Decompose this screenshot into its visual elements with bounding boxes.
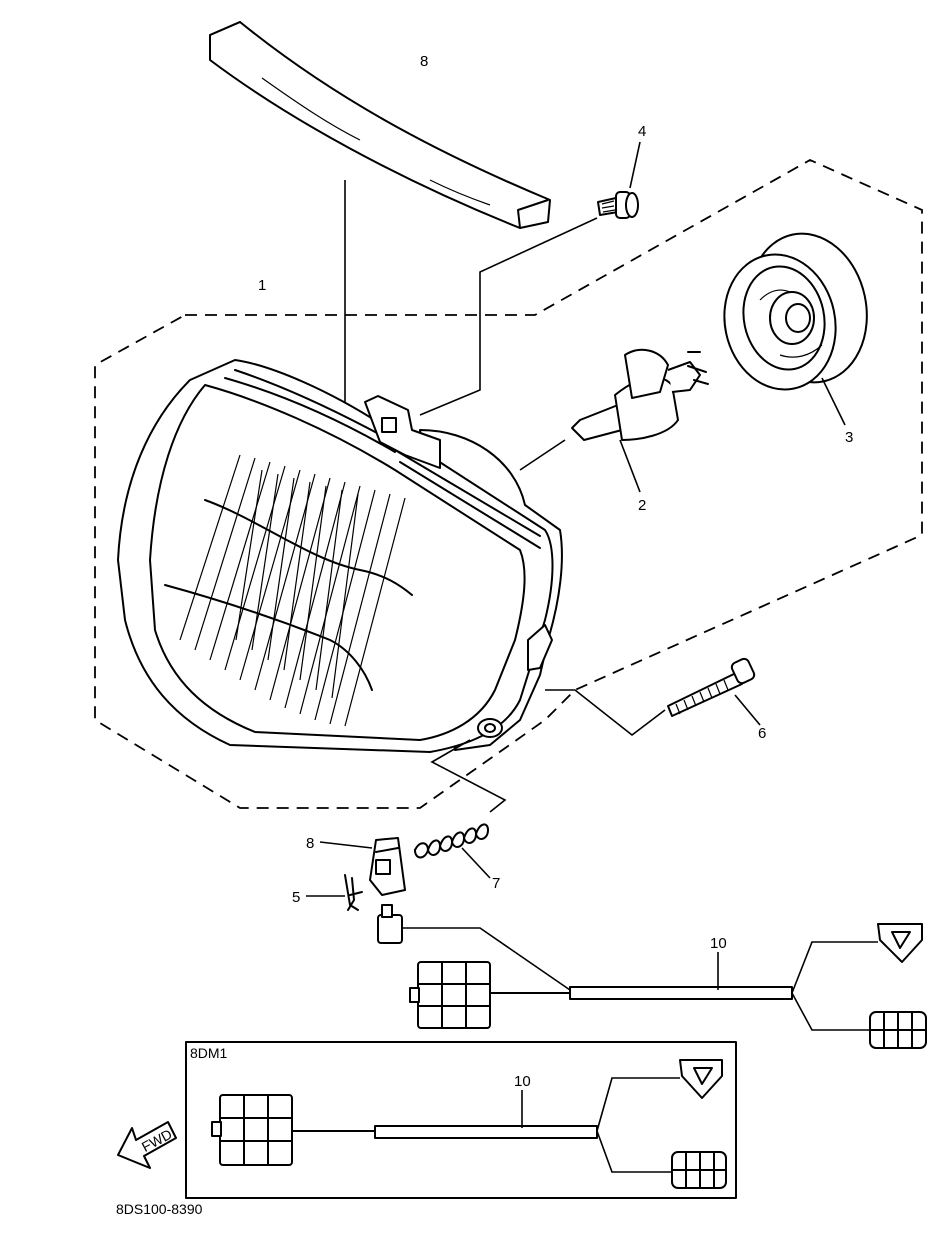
part-label-2: 2 [638,497,646,514]
headlight-unit [117,359,563,753]
visor-strip [209,21,551,229]
part-label-9: 8 [420,53,428,70]
variant-box-label: 8DM1 [190,1045,228,1061]
leader-screw [629,141,641,189]
wire-harness-variant [211,1059,727,1189]
wire-harness [409,923,927,1049]
spring [414,823,489,859]
leader-connector [402,927,571,991]
screw-small [597,191,639,219]
leader-spring [461,847,491,879]
part-label-1: 1 [258,277,266,294]
part-label-4: 4 [638,123,646,140]
wire-clip [344,874,363,911]
drawing-code: 8DS100-8390 [116,1201,203,1217]
leader-bulb-socket [519,439,566,471]
part-label-3: 3 [845,429,853,446]
bulb [571,348,709,441]
part-label-8: 8 [306,835,314,852]
part-label-10-variant: 10 [514,1073,531,1090]
leader-cover [821,377,846,426]
leader-screw-to-unit [545,689,666,737]
part-label-10: 10 [710,935,727,952]
leader-bulb [619,439,641,493]
leader-clip-nut [319,841,373,849]
part-label-7: 7 [492,875,500,892]
clip-nut [369,837,406,896]
leader-spring-path [430,739,507,813]
variant-box [185,1041,737,1199]
lens-pattern [164,454,413,727]
leader-screw-path [419,217,598,416]
part-label-6: 6 [758,725,766,742]
leader-adjusting-screw [734,694,761,726]
bulb-cover [723,232,868,391]
adjusting-screw [667,657,756,717]
part-label-5: 5 [292,889,300,906]
forward-arrow-icon [117,1121,177,1169]
bulb-connector [377,904,403,944]
